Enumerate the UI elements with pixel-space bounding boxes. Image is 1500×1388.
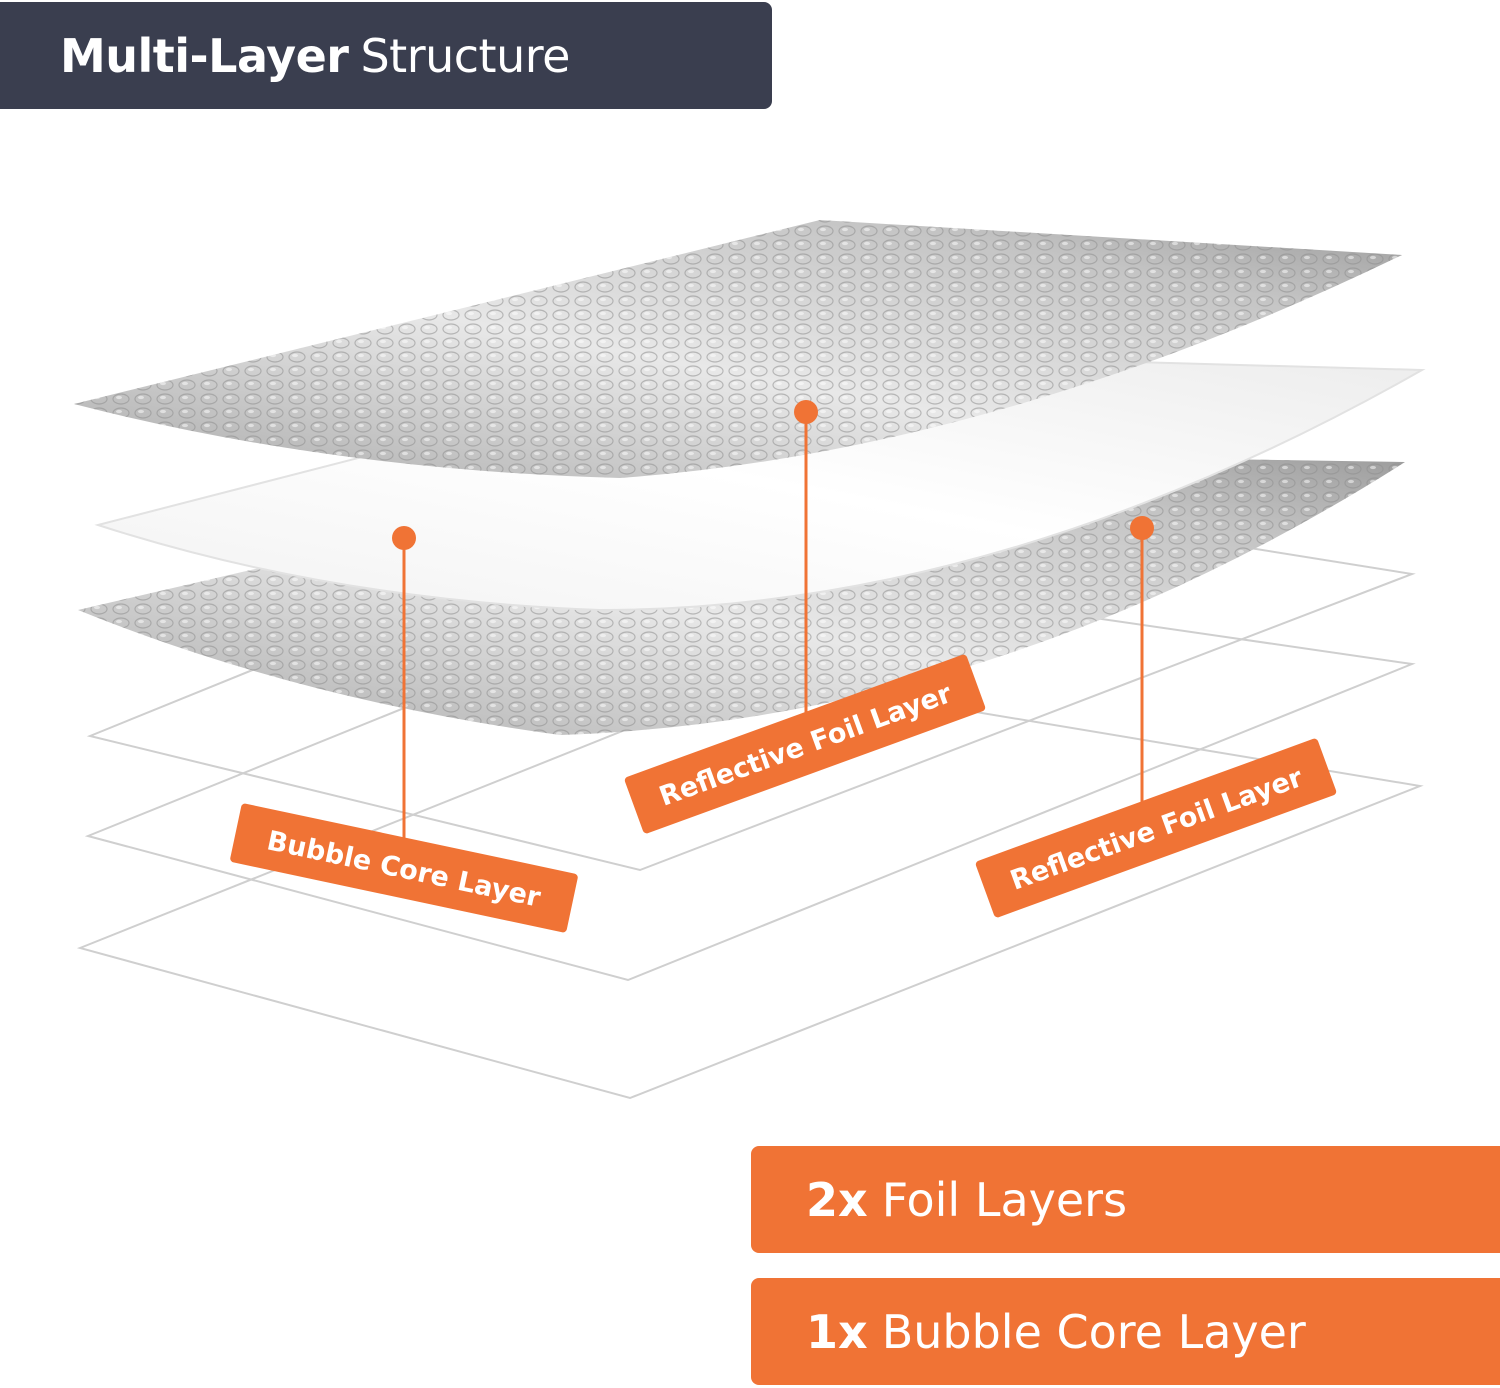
header-title-bold: Multi-Layer [60, 28, 349, 83]
marker-dot-foil-bottom [1130, 516, 1154, 540]
outline-plane-3 [76, 674, 1424, 1100]
stat-foil-count: 2x [806, 1172, 868, 1227]
stat-bubble-core-layer: 1x Bubble Core Layer [751, 1278, 1500, 1385]
header-title-light: Structure [360, 28, 570, 83]
marker-dot-foil-top [794, 400, 818, 424]
stat-foil-label: Foil Layers [881, 1172, 1128, 1227]
bubble-core-layer [94, 350, 1426, 612]
stat-foil-layers: 2x Foil Layers [751, 1146, 1500, 1253]
top-foil-layer [74, 220, 1402, 478]
stat-bubble-count: 1x [806, 1304, 868, 1359]
marker-dot-bubble-core [392, 526, 416, 550]
header-banner: Multi-Layer Structure [0, 2, 772, 109]
stat-bubble-label: Bubble Core Layer [881, 1304, 1306, 1359]
callout-foil-bottom-label: Reflective Foil Layer [1006, 762, 1307, 897]
